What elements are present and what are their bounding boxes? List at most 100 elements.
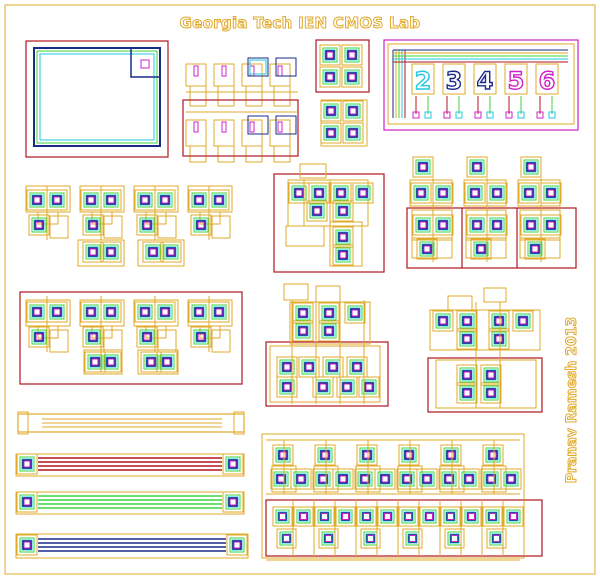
active-area bbox=[483, 385, 499, 401]
well-region bbox=[19, 291, 243, 385]
contact bbox=[473, 221, 481, 229]
via-ring bbox=[487, 449, 499, 461]
transistor-cell bbox=[140, 351, 162, 373]
via-ring bbox=[325, 127, 337, 139]
via-ring bbox=[33, 331, 45, 343]
transistor-cell bbox=[456, 310, 478, 332]
metal-pad bbox=[462, 316, 472, 326]
via-ring bbox=[417, 161, 429, 173]
active-area bbox=[29, 304, 45, 320]
metal-pad bbox=[348, 128, 358, 138]
transistor-cell bbox=[377, 506, 398, 527]
active-area bbox=[293, 471, 309, 487]
transistor-cell bbox=[319, 44, 341, 66]
metal-pad bbox=[22, 497, 32, 507]
metal-pad bbox=[348, 106, 358, 116]
transistor-cell bbox=[293, 506, 314, 527]
contact bbox=[299, 309, 307, 317]
contact bbox=[423, 475, 431, 483]
active-area bbox=[515, 313, 531, 329]
metal-pad bbox=[380, 474, 390, 484]
via-ring bbox=[85, 194, 97, 206]
metal-pad bbox=[196, 332, 206, 342]
transistor-cell bbox=[319, 66, 341, 88]
contact bbox=[23, 460, 31, 468]
contact bbox=[447, 513, 454, 520]
active-area bbox=[491, 331, 507, 347]
active-area bbox=[335, 229, 351, 245]
metal-pad bbox=[312, 206, 322, 216]
active-area bbox=[229, 537, 245, 553]
contact bbox=[547, 221, 555, 229]
metal-pad bbox=[338, 232, 348, 242]
metal-pad bbox=[324, 308, 334, 318]
via-ring bbox=[437, 219, 449, 231]
metal-pad bbox=[546, 220, 556, 230]
via-ring bbox=[403, 511, 414, 522]
via-ring bbox=[445, 511, 456, 522]
transistor-cell bbox=[272, 506, 293, 527]
via-ring bbox=[324, 49, 336, 61]
contact bbox=[547, 189, 555, 197]
metal-pad bbox=[494, 316, 504, 326]
transistor-cell bbox=[330, 182, 352, 204]
via-ring bbox=[231, 539, 243, 551]
active-area bbox=[157, 304, 173, 320]
via-ring bbox=[193, 194, 205, 206]
metal-pad bbox=[366, 534, 375, 543]
via-ring bbox=[523, 187, 535, 199]
active-area bbox=[338, 509, 353, 524]
metal-pad bbox=[362, 450, 372, 460]
contact bbox=[325, 309, 333, 317]
via-ring bbox=[525, 161, 537, 173]
metal-pad bbox=[296, 474, 306, 484]
contact bbox=[87, 308, 95, 316]
active-area bbox=[335, 203, 351, 219]
via-ring bbox=[89, 356, 101, 368]
poly-pad bbox=[83, 349, 123, 375]
contact bbox=[195, 308, 203, 316]
contact bbox=[507, 475, 515, 483]
via-ring bbox=[161, 356, 173, 368]
contact bbox=[277, 121, 283, 133]
via-ring bbox=[485, 473, 497, 485]
active-area bbox=[49, 304, 65, 320]
via-ring bbox=[297, 325, 309, 337]
contact bbox=[447, 451, 455, 459]
poly-pad bbox=[483, 287, 507, 303]
transistor-cell bbox=[342, 122, 364, 144]
transistor-cell bbox=[503, 506, 524, 527]
probe-pad bbox=[505, 111, 513, 119]
well-region bbox=[406, 207, 577, 269]
poly-pad bbox=[137, 239, 185, 267]
metal-pad bbox=[324, 326, 334, 336]
active-area bbox=[345, 103, 361, 119]
metal-pad bbox=[524, 188, 534, 198]
poly-pad bbox=[285, 225, 325, 247]
active-area bbox=[489, 185, 505, 201]
contact bbox=[439, 221, 447, 229]
active-area bbox=[441, 471, 457, 487]
contact bbox=[337, 189, 345, 197]
transistor-cell bbox=[272, 444, 294, 466]
transistor-cell bbox=[342, 100, 364, 122]
contact bbox=[53, 308, 61, 316]
transistor-cell bbox=[82, 326, 104, 348]
active-area bbox=[322, 69, 338, 85]
contact bbox=[339, 233, 347, 241]
transistor-cell bbox=[335, 506, 356, 527]
poly-pad bbox=[463, 179, 507, 207]
metal-pad bbox=[228, 497, 238, 507]
metal-pad bbox=[462, 334, 472, 344]
probe-pad bbox=[474, 111, 482, 119]
via-ring bbox=[545, 219, 557, 231]
metal-pad bbox=[324, 534, 333, 543]
probe-pad bbox=[536, 111, 544, 119]
via-ring bbox=[443, 473, 455, 485]
poly-pad bbox=[189, 85, 207, 107]
metal-pad bbox=[488, 512, 497, 521]
contact bbox=[321, 513, 328, 520]
contact bbox=[87, 196, 95, 204]
poly-pad bbox=[411, 237, 453, 259]
active-area bbox=[159, 354, 175, 370]
